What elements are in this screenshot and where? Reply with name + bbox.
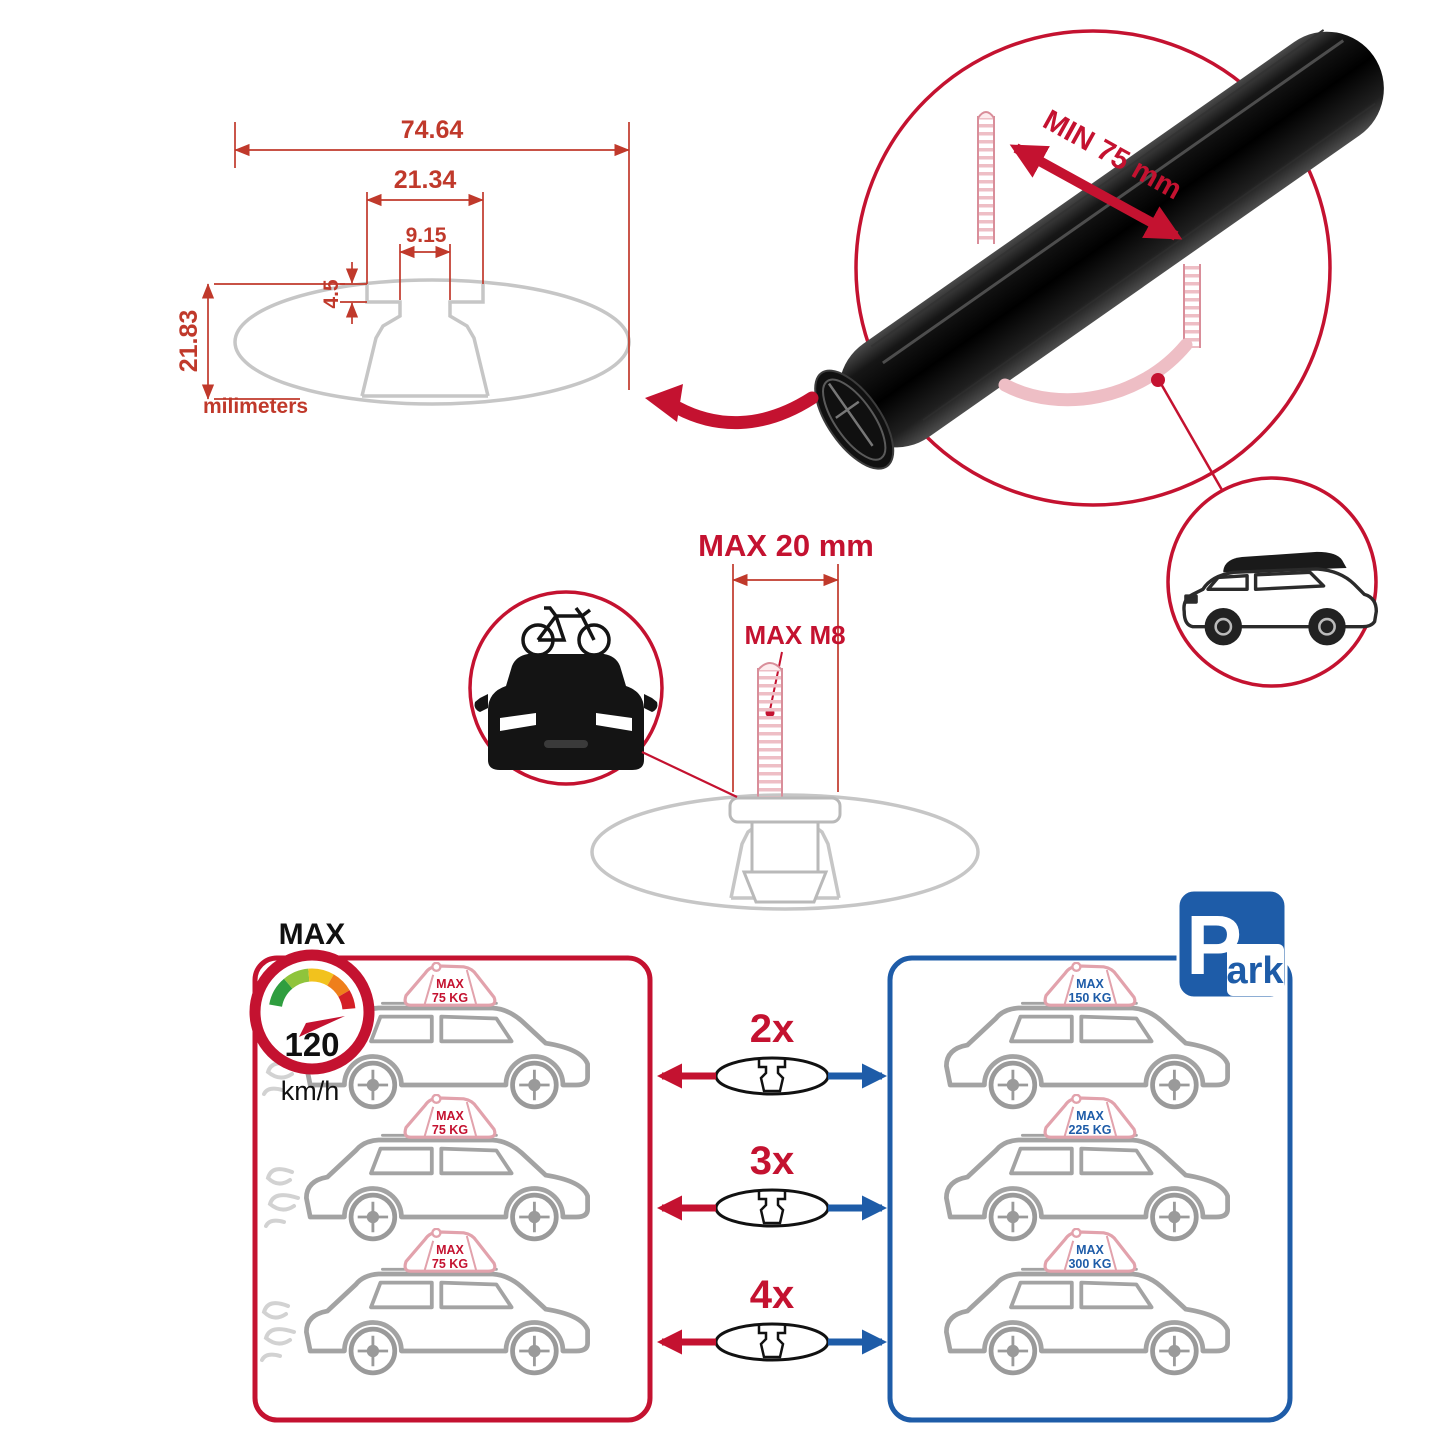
bar-profile-ellipse — [233, 278, 631, 406]
load-label: MAX — [436, 1109, 464, 1123]
detail-circle — [854, 29, 1332, 507]
gauge-needle — [299, 1016, 345, 1037]
bar-profile-t-slot-channel — [360, 284, 490, 398]
bolt-body — [750, 820, 820, 874]
suv-roofbox-circle — [1166, 476, 1379, 688]
u-clamp-rod-left — [977, 111, 995, 244]
max-bolt-length-label: MAX 20 mm — [698, 528, 874, 563]
bolt-flange — [728, 796, 842, 824]
slot-ellipse — [590, 793, 980, 911]
bolt-foot — [741, 870, 829, 904]
load-value: 75 KG — [432, 1123, 468, 1137]
dimension-lip-height: 4.5 — [320, 262, 367, 324]
driving-car-row-1: MAX 75 KG — [264, 963, 588, 1107]
dimension-total-height: 21.83 — [175, 283, 345, 400]
parked-car-row-3: MAX 300 KG — [946, 1229, 1227, 1373]
detail-connector-line — [1158, 381, 1224, 491]
crossbar-end-face — [814, 369, 895, 470]
dimension-slot-outer-width: 21.34 — [366, 166, 484, 284]
park-sign-suffix: ark — [1226, 950, 1284, 992]
u-clamp-strap — [998, 338, 1193, 407]
bolt-length-dimension — [732, 564, 839, 792]
crossbar-cross-section-diagram: 74.64 21.34 9.15 4.5 21.8 — [175, 116, 631, 418]
dimension-slot-opening-width: 9.15 — [399, 224, 451, 300]
parked-panel: MAX 150 KG MAX 225 KG MAX 300 KG — [946, 963, 1227, 1373]
bolt-diagram: MAX 20 mm MAX M8 — [468, 528, 980, 911]
gauge-arc-segments — [269, 968, 356, 1010]
units-label: milimeters — [203, 395, 308, 418]
load-label: MAX — [1076, 1243, 1104, 1257]
slot-outer-width-value: 21.34 — [394, 166, 457, 194]
slot-opening-width-value: 9.15 — [406, 224, 447, 247]
arrow-to-cross-section — [645, 384, 819, 430]
count-label: 3x — [750, 1139, 795, 1183]
crossbar-count-column: 2x 3x 4x — [656, 1007, 888, 1360]
u-clamp-rod-right — [1183, 264, 1201, 348]
car-front-icon — [474, 654, 658, 770]
lip-height-value: 4.5 — [320, 279, 343, 309]
speed-max-label: MAX — [279, 918, 346, 951]
park-sign: P ark — [1176, 888, 1288, 1000]
bar-detail-section: MIN 75 mm — [645, 29, 1384, 688]
count-row-2: 3x — [656, 1139, 888, 1226]
load-value: 150 KG — [1068, 991, 1111, 1005]
parked-car-row-2: MAX 225 KG — [946, 1095, 1227, 1239]
max-thread-label: MAX M8 — [744, 620, 845, 650]
speed-unit: km/h — [281, 1076, 340, 1106]
load-label: MAX — [1076, 977, 1104, 991]
driving-panel: MAX 75 KG MAX 75 KG MAX 75 KG — [262, 963, 588, 1373]
speed-value: 120 — [284, 1026, 339, 1063]
black-crossbar-3d — [814, 29, 1384, 470]
count-row-1: 2x — [656, 1007, 888, 1094]
load-value: 300 KG — [1068, 1257, 1111, 1271]
car-bike-circle — [468, 590, 664, 786]
load-label: MAX — [436, 1243, 464, 1257]
speed-limit-gauge: MAX 120 km/h — [249, 918, 375, 1106]
count-label: 4x — [750, 1273, 795, 1317]
car-bike-leader-line — [641, 751, 738, 798]
load-label: MAX — [1076, 1109, 1104, 1123]
driving-car-row-2: MAX 75 KG — [266, 1095, 588, 1239]
suv-with-roof-box — [1182, 551, 1379, 646]
dimension-total-width: 74.64 — [234, 116, 630, 390]
driving-car-row-3: MAX 75 KG — [262, 1229, 588, 1373]
load-value: 75 KG — [432, 1257, 468, 1271]
count-row-3: 4x — [656, 1273, 888, 1360]
count-label: 2x — [750, 1007, 795, 1051]
load-label: MAX — [436, 977, 464, 991]
total-height-value: 21.83 — [175, 310, 203, 373]
load-value: 225 KG — [1068, 1123, 1111, 1137]
parked-car-row-1: MAX 150 KG — [946, 963, 1227, 1107]
total-width-value: 74.64 — [401, 116, 464, 144]
threaded-bolt — [728, 662, 842, 904]
roof-box — [1223, 551, 1347, 573]
load-value: 75 KG — [432, 991, 468, 1005]
